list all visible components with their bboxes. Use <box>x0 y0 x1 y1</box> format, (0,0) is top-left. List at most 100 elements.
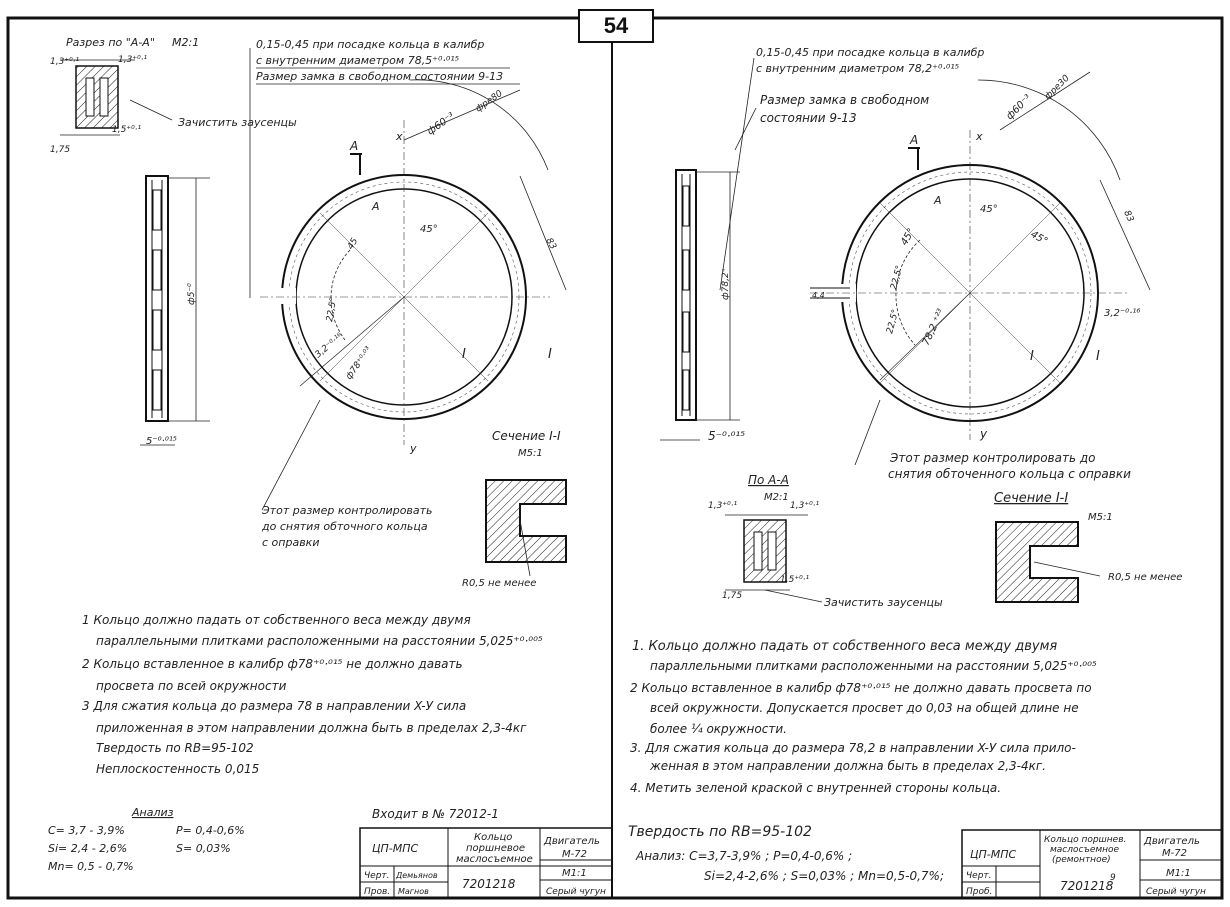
right-dim-d2: 1,3⁺⁰·¹ <box>790 501 820 511</box>
right-control-note-2: снятия обточенного кольца с оправки <box>888 467 1131 481</box>
left-stamp-material: Серый чугун <box>546 887 606 897</box>
left-section-i-title: Сечение I-I <box>492 429 561 443</box>
left-label-i-2: I <box>548 347 552 362</box>
right-angle-45a: 45° <box>980 204 998 215</box>
left-stamp-engine-model: М-72 <box>562 849 587 860</box>
right-note-line: всей окружности. Допускается просвет до … <box>650 701 1079 715</box>
left-angle-45b: 45 <box>346 236 361 251</box>
left-label-i-1: I <box>462 347 466 362</box>
right-note-line: женная в этом направлении должна быть в … <box>649 759 1046 773</box>
right-label-a-top: А <box>909 133 918 147</box>
left-note-line: приложенная в этом направлении должна бы… <box>96 721 527 735</box>
right-ring-plan-view <box>810 71 1151 466</box>
right-analysis-2: Si=2,4-2,6% ; S=0,03% ; Mn=0,5-0,7%; <box>704 869 944 883</box>
right-deburr-note: Зачистить заусенцы <box>824 596 943 609</box>
left-stamp-checked: Пров. <box>364 887 390 897</box>
right-dim-d3: 1,5⁺⁰·¹ <box>780 575 810 585</box>
left-label-a-inner: А <box>371 200 380 213</box>
right-dim-lock: 3,2⁻⁰·¹⁶ <box>1104 308 1140 319</box>
right-dim-angle-top: фре30 <box>1043 73 1072 102</box>
left-stamp-drawn: Черт. <box>364 871 390 881</box>
left-gap-note-2: с внутренним диаметром 78,5⁺⁰·⁰¹⁵ <box>256 54 459 67</box>
right-dim-width: 5⁻⁰·⁰¹⁵ <box>708 429 745 443</box>
left-dim-angle-top: фре80 <box>474 89 505 115</box>
right-section-title: По А-А <box>748 473 789 487</box>
page-number-box: 54 <box>578 9 654 43</box>
left-analysis-p: Р= 0,4-0,6% <box>176 824 245 837</box>
right-stamp-engine-model: М-72 <box>1162 848 1187 859</box>
left-enters: Входит в № 72012-1 <box>372 807 499 821</box>
left-note-line: Твердость по RВ=95-102 <box>96 741 254 755</box>
left-radius-note: R0,5 не менее <box>462 578 536 589</box>
left-dim-d3: 1,5⁺⁰·¹ <box>112 125 142 135</box>
right-dim-d1: 1,3⁺⁰·¹ <box>708 501 738 511</box>
left-analysis-si: Si= 2,4 - 2,6% <box>48 842 127 855</box>
left-notes: 1 Кольцо должно падать от собственного в… <box>82 613 543 776</box>
left-analysis-title: Анализ <box>131 806 174 819</box>
left-stamp-name-3: маслосъемное <box>456 854 533 865</box>
right-note-line: более ¼ окружности. <box>650 722 787 736</box>
left-note-line: 3 Для сжатия кольца до размера 78 в напр… <box>82 699 466 713</box>
left-gap-note-1: 0,15-0,45 при посадке кольца в калибр <box>256 38 484 51</box>
right-note-line: параллельными плитками расположенными на… <box>650 659 1097 673</box>
left-label-y: у <box>409 442 417 455</box>
left-section-title: Разрез по "А-А" <box>66 36 155 49</box>
right-label-y: у <box>979 427 988 441</box>
left-label-x: x <box>395 130 403 143</box>
right-stamp-drawn: Черт. <box>966 871 992 881</box>
left-label-a-top: А <box>349 139 358 153</box>
left-note-line: параллельными плитками расположенными на… <box>96 634 543 648</box>
left-drawing: Разрез по "А-А" М2:1 1,3⁺⁰·¹ 1,3⁺⁰·¹ 1,5… <box>48 36 613 899</box>
right-radius-note: R0,5 не менее <box>1108 572 1182 583</box>
left-section-i-scale: М5:1 <box>518 448 543 459</box>
right-stamp-scale: М1:1 <box>1166 868 1191 879</box>
left-control-note-1: Этот размер контролировать <box>261 504 433 517</box>
right-section-scale: М2:1 <box>764 492 789 503</box>
right-note-line: 3. Для сжатия кольца до размера 78,2 в н… <box>630 741 1076 755</box>
left-dim-inner-diam: ф78⁺⁰·⁰³ <box>344 345 374 382</box>
right-drawing: 0,15-0,45 при посадке кольца в калибр с … <box>628 46 1223 899</box>
left-note-line: 1 Кольцо должно падать от собственного в… <box>82 613 471 627</box>
left-stamp-number: 7201218 <box>462 877 516 891</box>
right-stamp-engine: Двигатель <box>1143 836 1200 847</box>
left-dim-d1: 1,3⁺⁰·¹ <box>50 57 80 67</box>
left-stamp-name-2: поршневое <box>466 843 525 854</box>
left-note-line: Неплоскостенность 0,015 <box>96 762 259 776</box>
left-stamp-engine: Двигатель <box>543 836 600 847</box>
left-dim-d4: 1,75 <box>50 145 70 155</box>
left-section-scale: М2:1 <box>172 36 199 49</box>
right-notes: 1. Кольцо должно падать от собственного … <box>630 639 1097 795</box>
right-stamp-material: Серый чугун <box>1146 887 1206 897</box>
left-analysis-mn: Mn= 0,5 - 0,7% <box>48 860 134 873</box>
left-analysis-s: S= 0,03% <box>176 842 231 855</box>
left-stamp-drawn-name: Демьянов <box>395 871 438 880</box>
right-angle-225b: 22,5° <box>885 308 901 334</box>
right-label-i-2: I <box>1096 349 1100 364</box>
right-dim-d4: 1,75 <box>722 591 742 601</box>
left-stamp-scale: М1:1 <box>562 868 587 879</box>
left-deburr-note: Зачистить заусенцы <box>178 116 297 129</box>
left-stamp-name-1: Кольцо <box>474 832 512 843</box>
right-note-line: 1. Кольцо должно падать от собственного … <box>632 639 1057 654</box>
left-angle-45: 45° <box>420 224 438 235</box>
right-title-block <box>961 829 1223 899</box>
right-section-i-scale: М5:1 <box>1088 512 1113 523</box>
right-label-i-1: I <box>1030 349 1034 364</box>
left-dim-lock: 3,2⁻⁰·¹⁶ <box>314 331 346 360</box>
right-stamp-name-1: Кольцо поршнев. <box>1044 835 1126 845</box>
right-dim-radial: 83 <box>1121 209 1135 224</box>
left-control-note-2: до снятия обточного кольца <box>261 520 428 533</box>
left-stamp-org: ЦП-МПС <box>372 842 419 855</box>
right-stamp-name-3: (ремонтное) <box>1052 855 1111 865</box>
left-ring-plan-view <box>260 79 567 511</box>
right-note-line: 2 Кольцо вставленное в калибр ф78⁺⁰·⁰¹⁵ … <box>630 681 1092 695</box>
right-label-a-inner: А <box>933 194 942 207</box>
left-control-note-3: с оправки <box>262 536 319 549</box>
left-dim-width: 5⁻⁰·⁰¹⁵ <box>146 436 177 447</box>
right-gap-note-1: 0,15-0,45 при посадке кольца в калибр <box>756 46 984 59</box>
left-section-profile <box>60 59 135 136</box>
left-section-i-profile <box>485 479 567 563</box>
left-ring-side-view <box>140 175 210 446</box>
right-gap-note-3: Размер замка в свободном <box>760 93 929 107</box>
right-gap-note-4: состоянии 9-13 <box>760 111 857 125</box>
